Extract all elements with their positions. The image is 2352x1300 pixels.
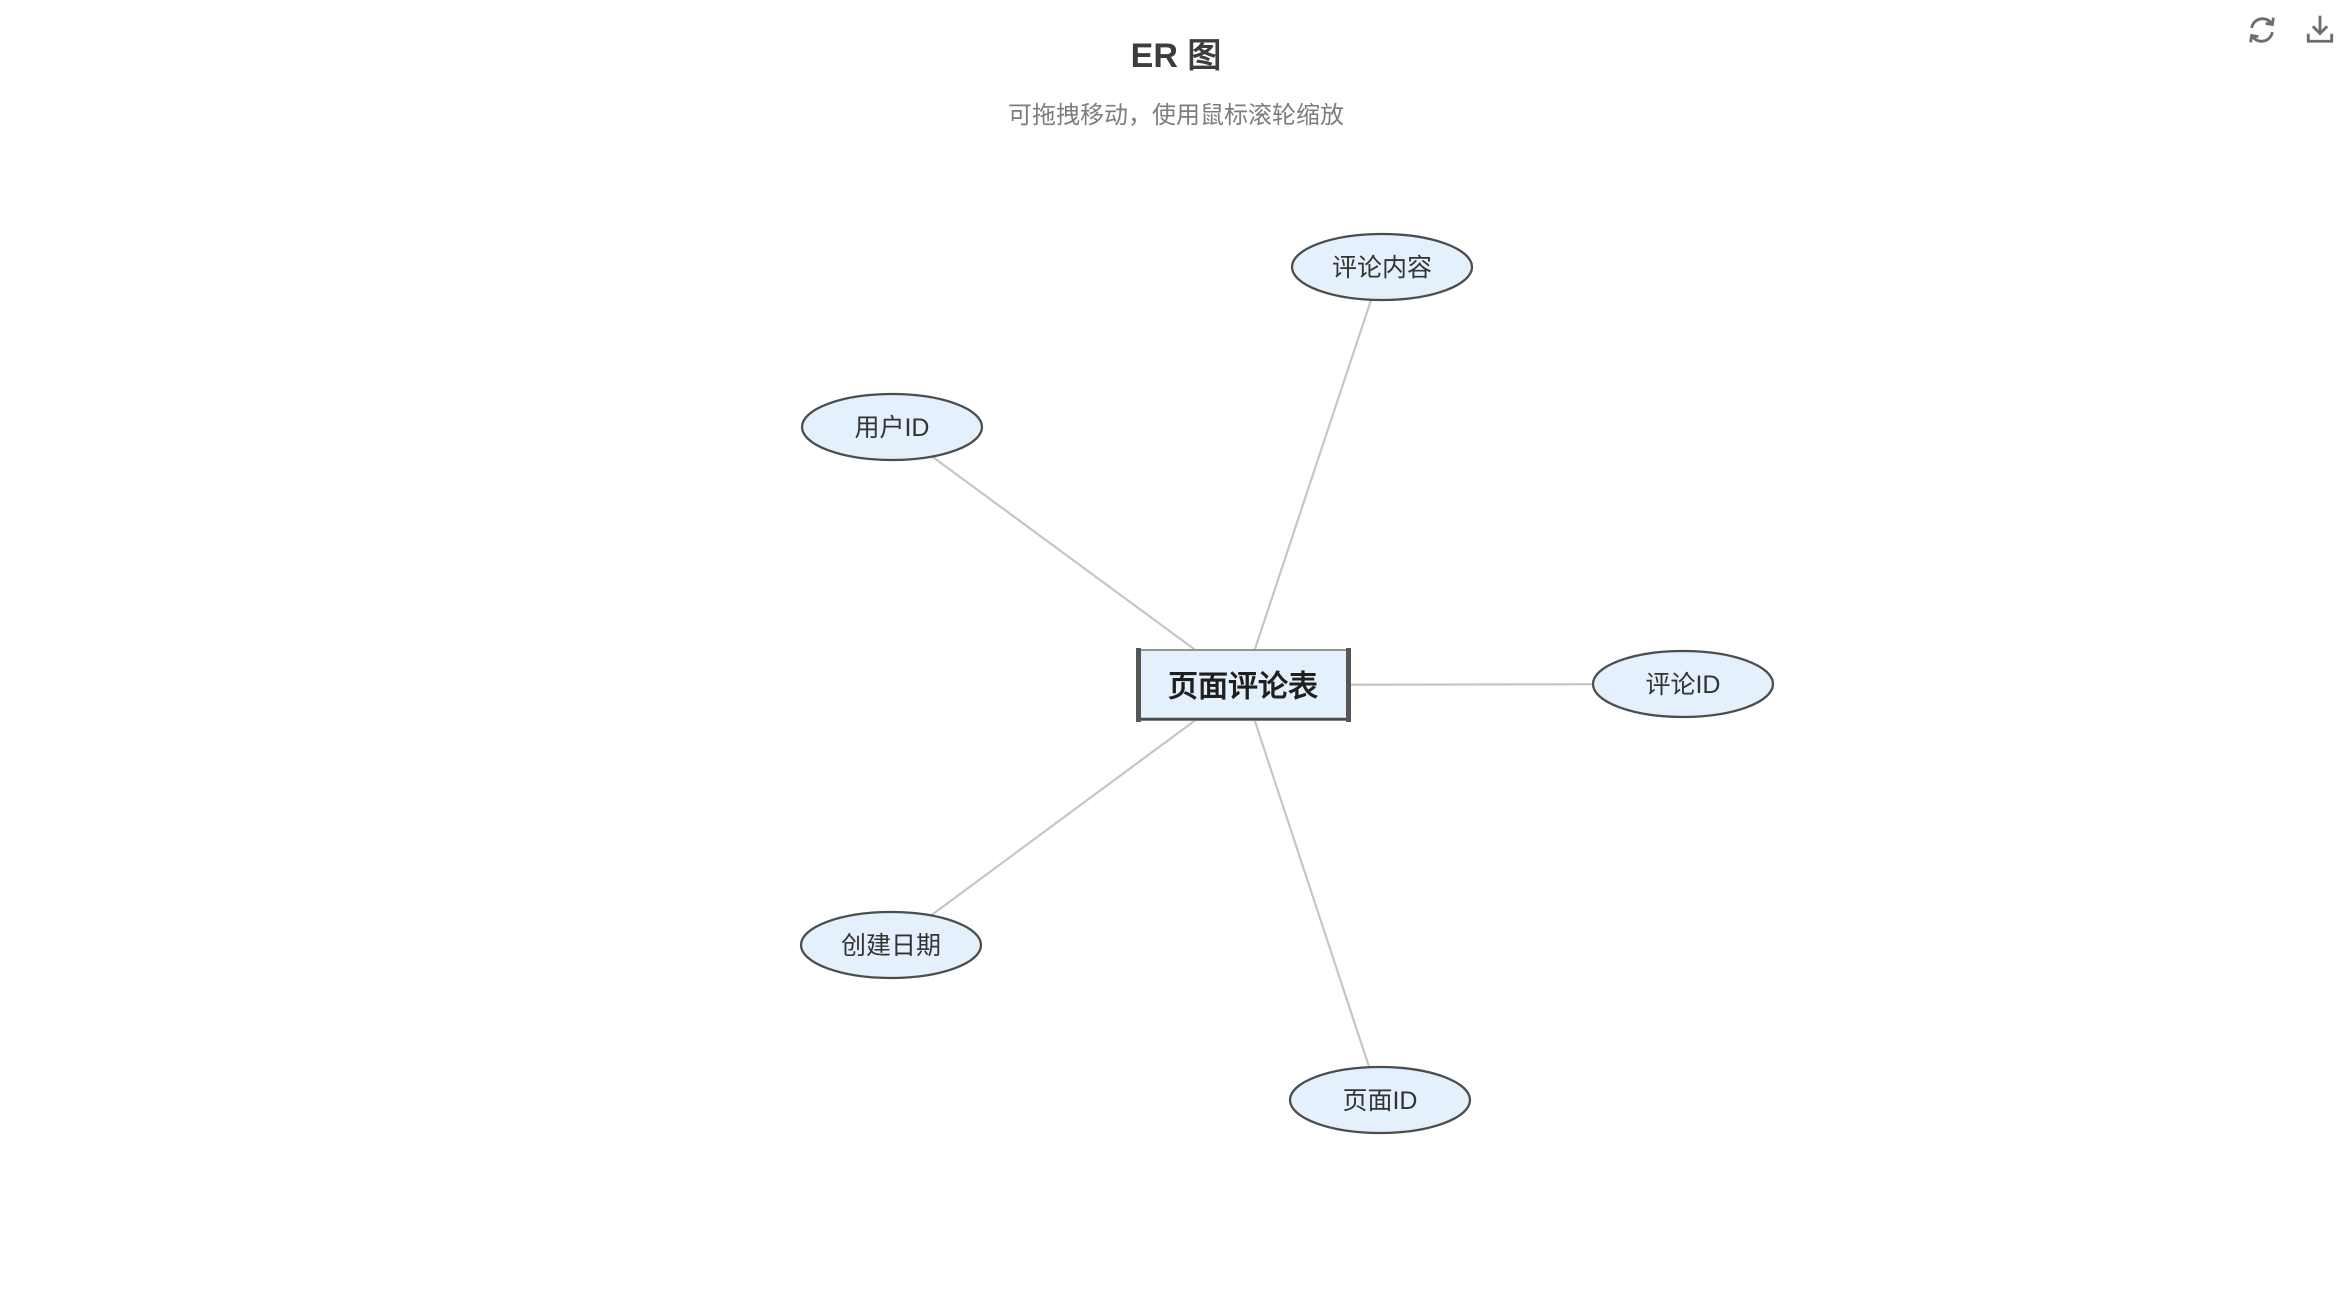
attribute-label: 创建日期 (841, 932, 941, 960)
attribute-ellipse[interactable] (1290, 232, 1474, 302)
attribute-node-user-id[interactable]: 用户ID (800, 392, 984, 462)
attribute-label: 页面ID (1342, 1087, 1417, 1115)
attribute-node-page-id[interactable]: 页面ID (1288, 1065, 1472, 1135)
attribute-ellipse[interactable] (1591, 649, 1775, 719)
attribute-ellipse[interactable] (799, 910, 983, 980)
download-button[interactable] (2302, 12, 2338, 48)
attribute-node-comment-id[interactable]: 评论ID (1591, 649, 1775, 719)
attribute-label: 评论ID (1645, 671, 1720, 699)
attribute-node-create-date[interactable]: 创建日期 (799, 910, 983, 980)
attribute-ellipse[interactable] (800, 392, 984, 462)
refresh-icon (2249, 17, 2275, 43)
refresh-button[interactable] (2244, 12, 2280, 48)
entity-node[interactable]: 页面评论表 (1136, 648, 1351, 722)
toolbar (2244, 12, 2338, 48)
attribute-node-comment-content[interactable]: 评论内容 (1290, 232, 1474, 302)
attribute-label: 用户ID (854, 414, 929, 442)
edge-entity-page-id (1241, 684, 1382, 1101)
entity-label: 页面评论表 (1168, 671, 1318, 704)
edge-entity-create-date (890, 684, 1244, 946)
edge-entity-comment-content (1241, 266, 1384, 686)
edge-entity-user-id (891, 426, 1244, 686)
attribute-label: 评论内容 (1332, 254, 1432, 282)
download-icon (2306, 15, 2334, 43)
attribute-ellipse[interactable] (1288, 1065, 1472, 1135)
